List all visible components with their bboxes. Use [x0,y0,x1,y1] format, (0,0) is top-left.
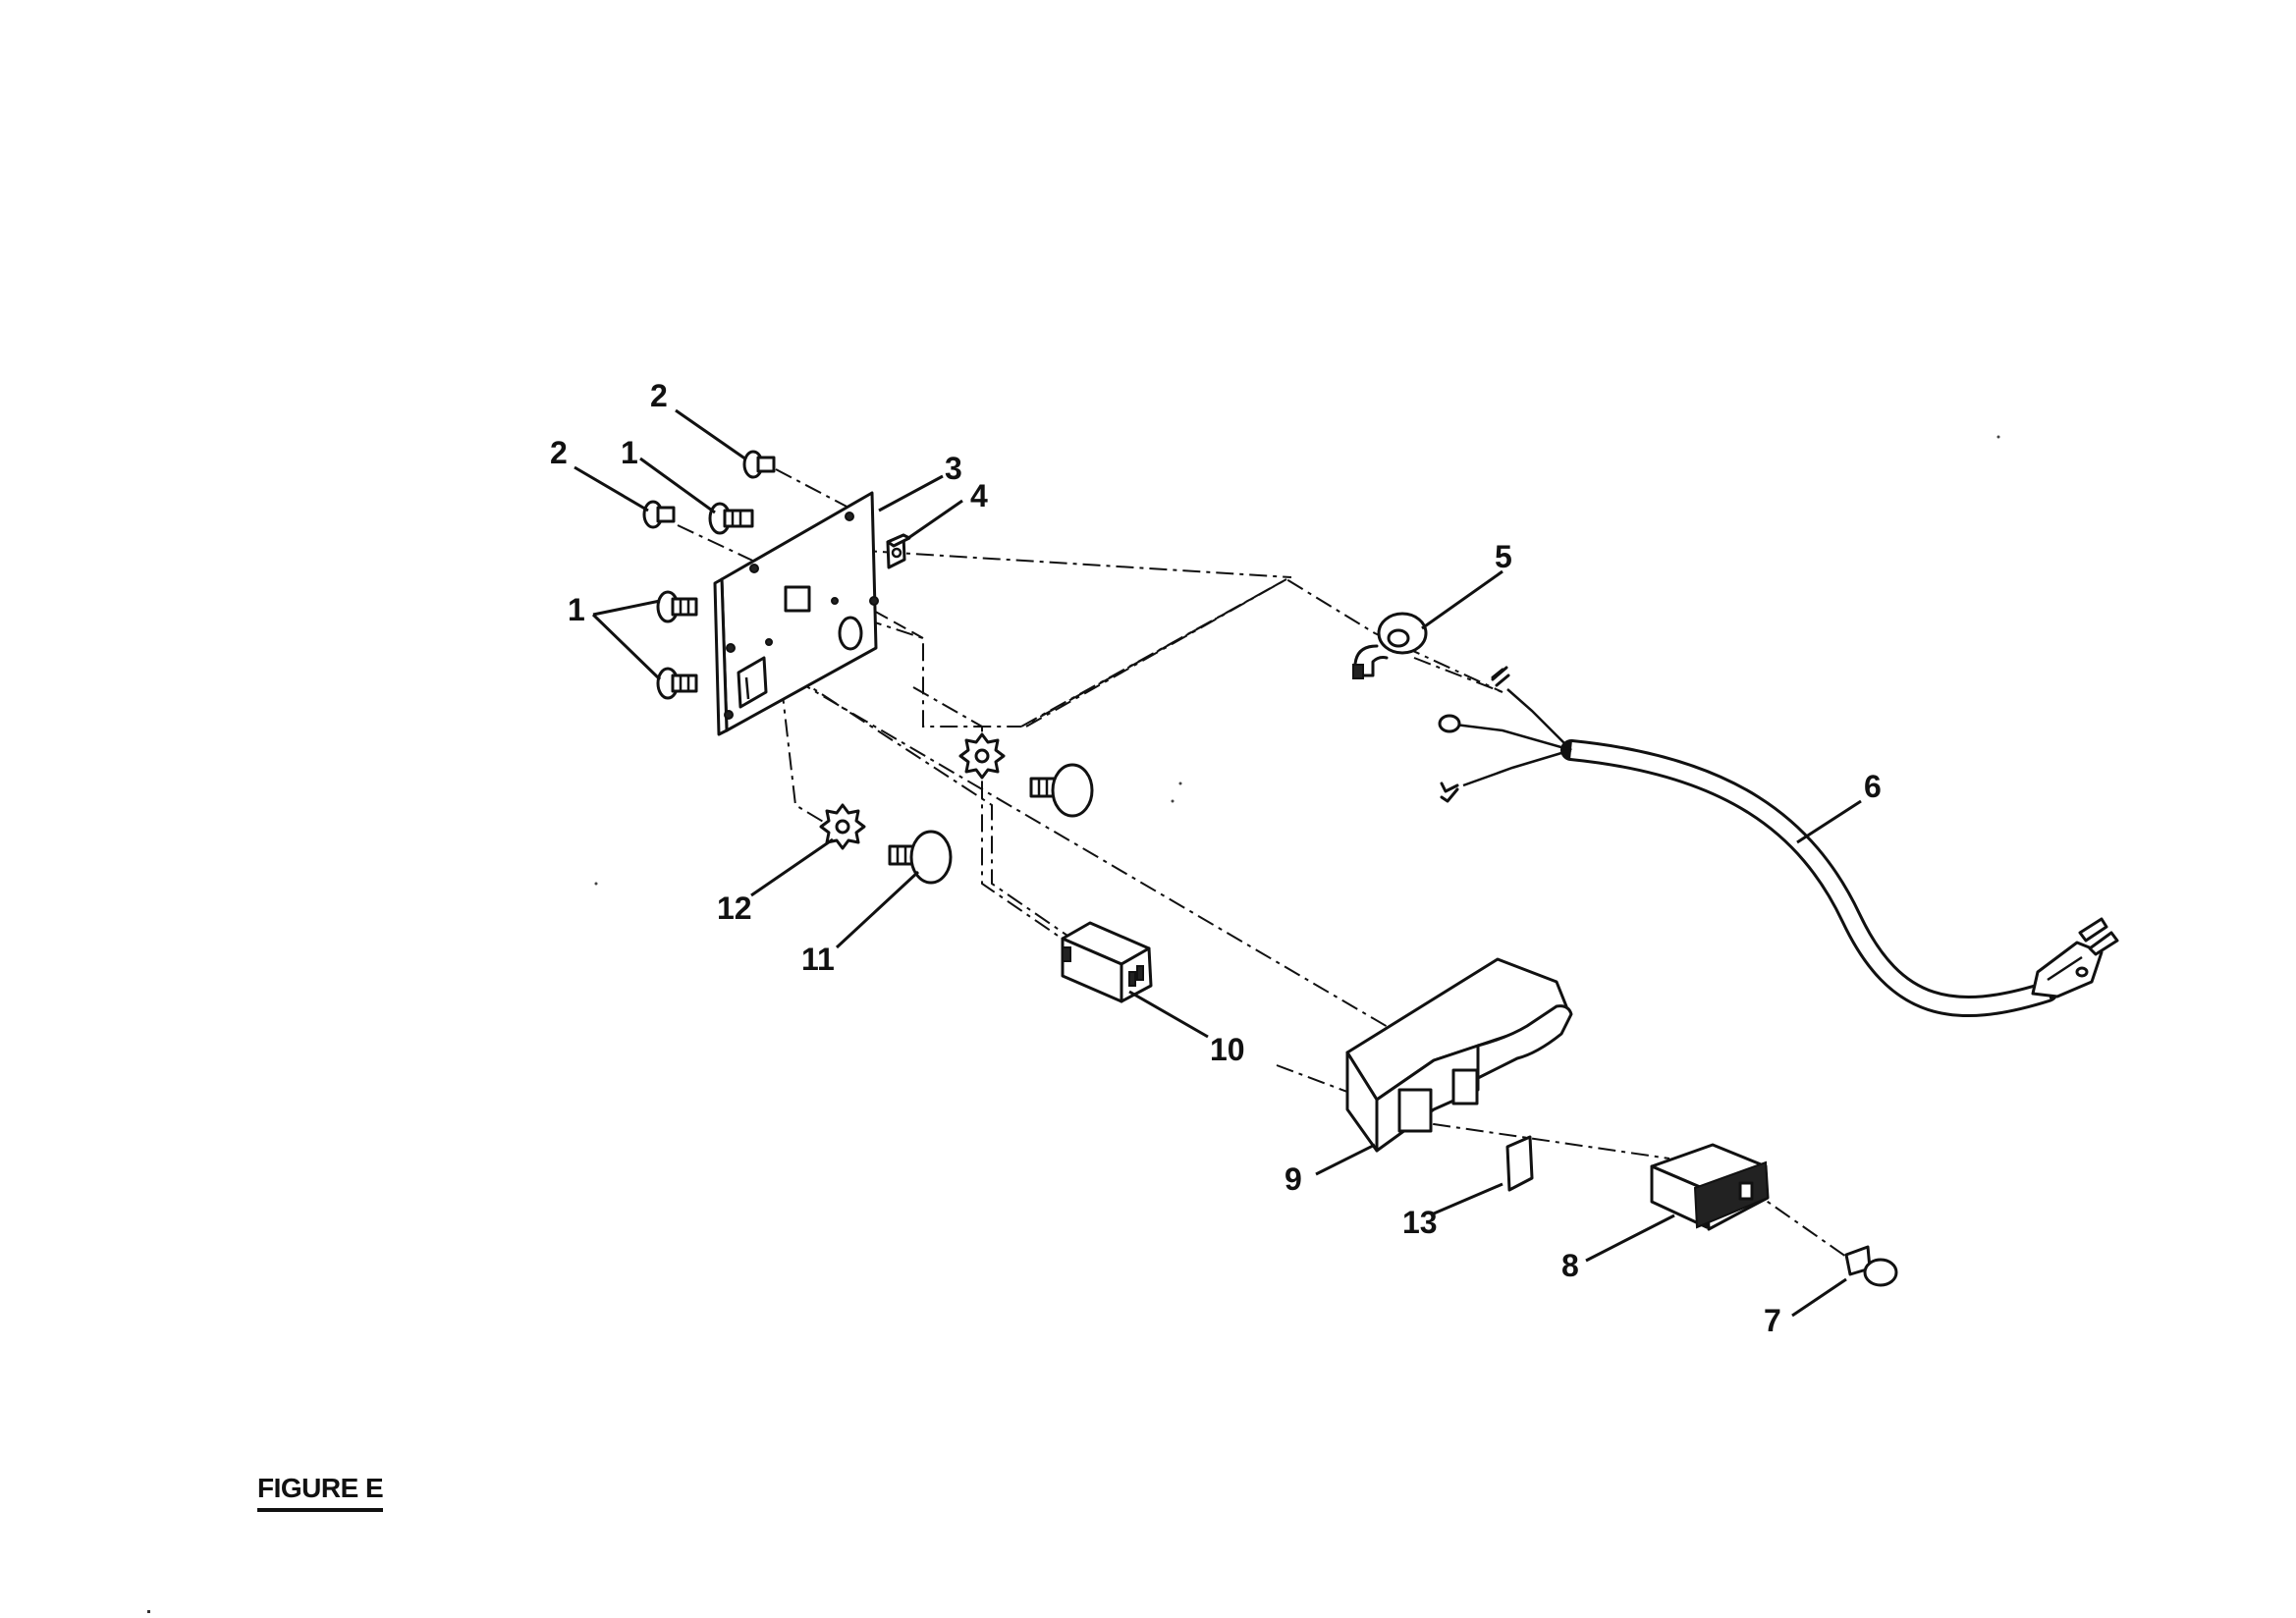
power-cord [1438,666,2119,1017]
screw-left-2 [642,500,676,529]
stray-dot [147,1610,150,1613]
callout-13: 13 [1402,1205,1438,1240]
rocker-switch [1650,1143,1770,1231]
carriage-bolt-upper [1029,763,1094,818]
switch-key [1844,1245,1898,1287]
star-washer-upper [958,732,1006,780]
star-washer-lower [819,803,866,850]
outlet-receptacle [1061,921,1153,1003]
switch-housing [1345,957,1573,1153]
mounting-plate [713,491,879,736]
callout-12: 12 [717,890,752,926]
callout-1-pair: 1 [568,592,585,627]
callout-7: 7 [1764,1303,1781,1338]
screw-upper-2 [742,450,776,479]
callout-6: 6 [1864,769,1882,804]
callout-5: 5 [1495,539,1512,574]
callout-2-left: 2 [550,435,568,470]
screw-1-top [708,502,754,535]
carriage-bolt-lower [888,830,953,885]
warning-label [1505,1135,1534,1192]
callout-9: 9 [1285,1161,1302,1197]
strain-relief [1352,612,1428,679]
figure-caption: FIGURE E [257,1475,384,1512]
callout-3: 3 [945,451,962,486]
callout-11: 11 [801,942,835,977]
screw-1-mid [656,590,698,623]
callout-2-upper: 2 [650,378,668,413]
leader-lines [574,408,1862,1318]
screw-1-bottom [656,667,698,700]
callout-1-top: 1 [621,435,638,470]
callout-10: 10 [1210,1032,1245,1067]
callout-4: 4 [970,478,988,513]
callout-numbers: 2 2 1 1 3 4 5 6 7 8 9 10 11 12 13 [550,378,1882,1338]
square-nut [886,533,911,569]
callout-8: 8 [1561,1248,1579,1283]
